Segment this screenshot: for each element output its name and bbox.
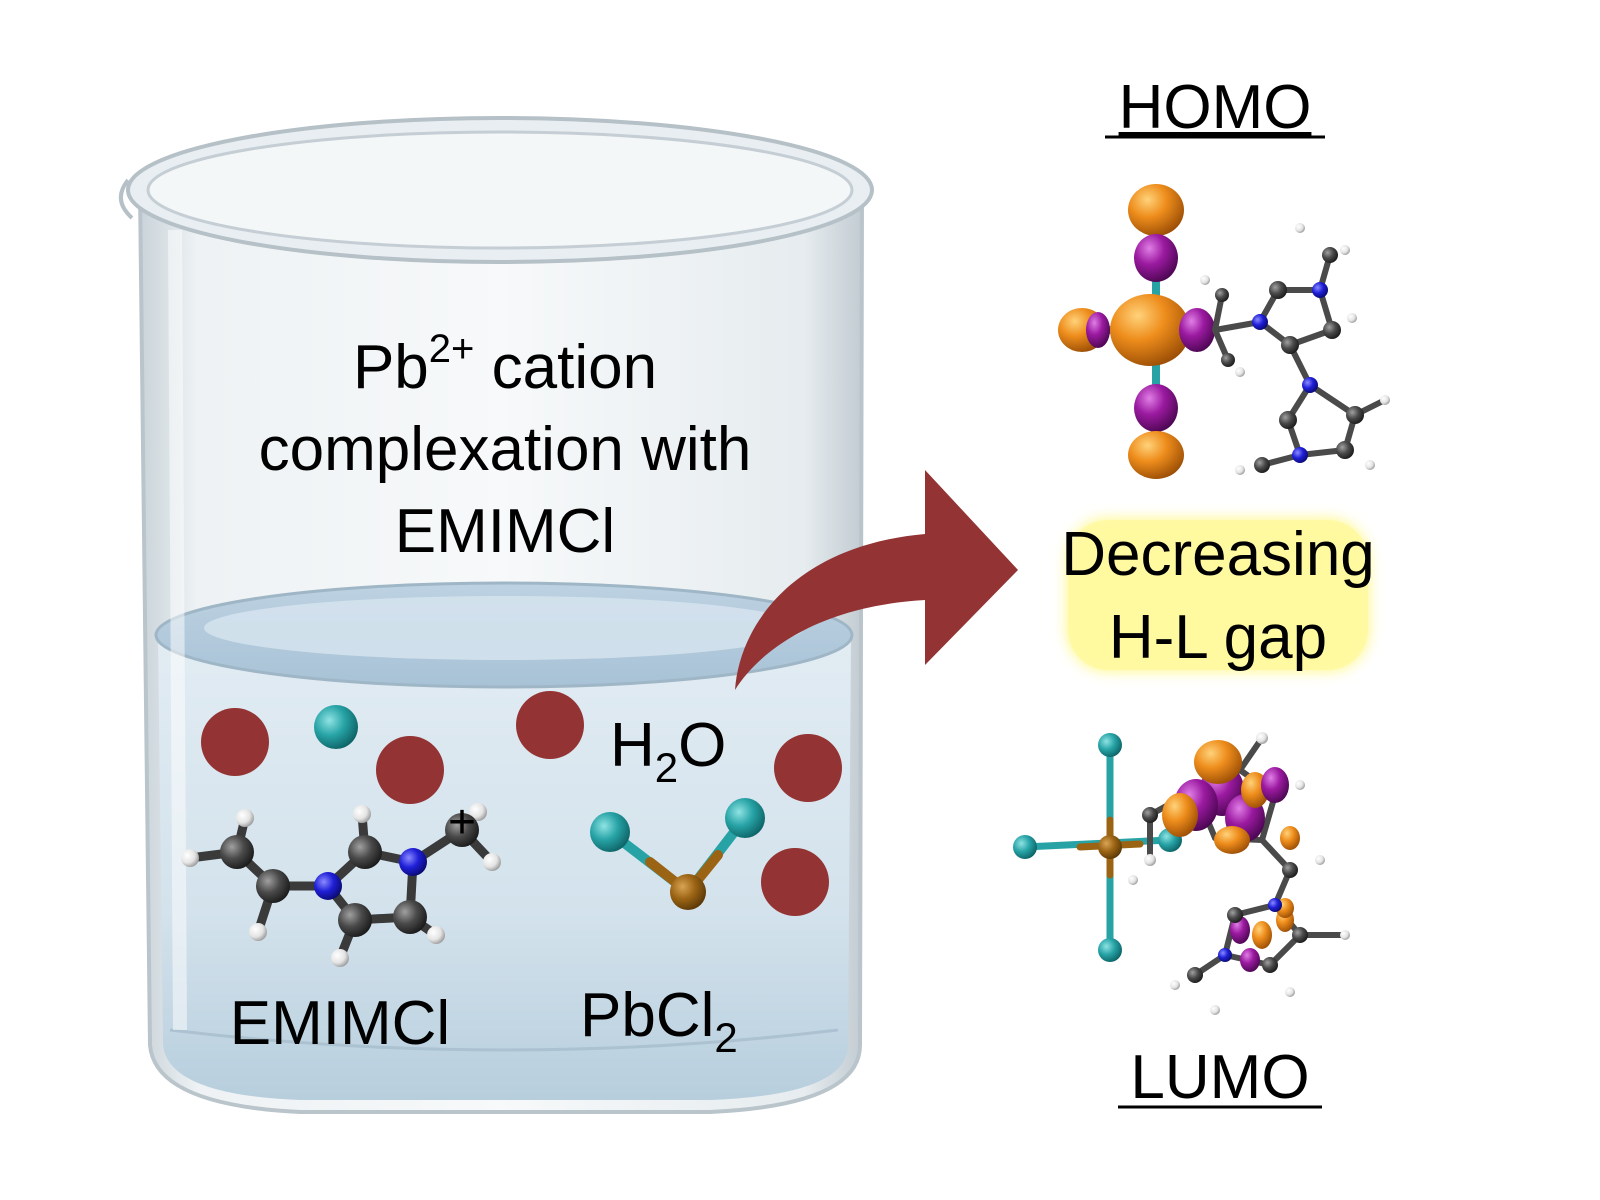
caption-line-2: complexation with xyxy=(259,415,752,484)
beaker-liquid xyxy=(158,635,851,1100)
water-dot xyxy=(201,708,269,776)
gap-line-1: Decreasing xyxy=(1061,520,1375,589)
gap-highlight xyxy=(1068,520,1368,670)
pbcl2-molecule xyxy=(590,798,765,910)
water-molecules xyxy=(201,691,842,916)
lead-atom xyxy=(670,874,706,910)
chlorine-atom xyxy=(725,798,765,838)
beaker-inner-left-shade xyxy=(168,229,187,1031)
lumo-orbital-structure xyxy=(1013,732,1350,1015)
beaker-caption: Pb2+ cation complexation with EMIMCl xyxy=(259,327,752,566)
caption-line-3: EMIMCl xyxy=(395,497,615,566)
beaker xyxy=(119,116,874,1114)
water-dot xyxy=(516,691,584,759)
water-dot xyxy=(376,736,444,804)
homo-label: HOMO xyxy=(1119,73,1312,142)
water-dot xyxy=(774,734,842,802)
water-label: H2O xyxy=(610,711,726,791)
beaker-bottom-shadow xyxy=(169,1028,839,1052)
water-dot xyxy=(761,848,829,916)
emimcl-label: EMIMCl xyxy=(230,989,450,1058)
pbcl2-label: PbCl2 xyxy=(580,981,738,1061)
lumo-label: LUMO xyxy=(1130,1043,1309,1112)
chloride-ion xyxy=(314,705,358,749)
liquid-surface-highlight xyxy=(204,596,804,660)
cation-charge: + xyxy=(448,796,476,849)
chlorine-atom xyxy=(590,812,630,852)
beaker-spout xyxy=(119,178,134,220)
emim-cation-molecule xyxy=(181,803,501,967)
beaker-rim-inner xyxy=(146,130,854,250)
homo-orbital-structure xyxy=(1058,184,1390,479)
caption-line-1: Pb2+ cation xyxy=(353,327,657,402)
curved-arrow xyxy=(735,470,1018,690)
gap-line-2: H-L gap xyxy=(1109,603,1327,672)
